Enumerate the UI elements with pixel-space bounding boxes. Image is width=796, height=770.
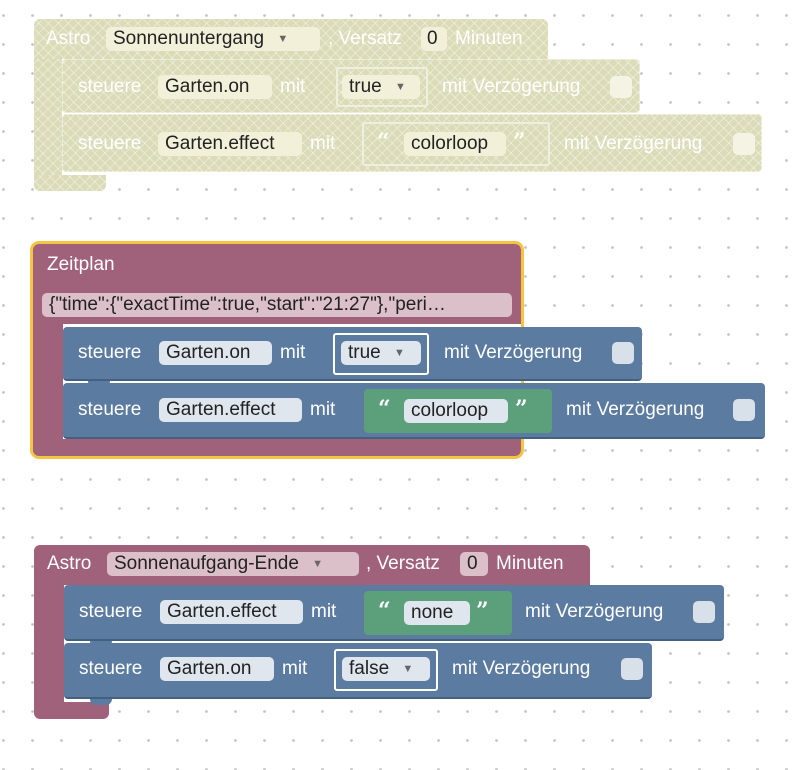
- astro-event-dropdown[interactable]: Sonnenaufgang-Ende ▼: [107, 552, 359, 576]
- text-socket: [362, 122, 550, 166]
- mit-label: mit: [310, 399, 336, 420]
- offset-label: , Versatz: [366, 553, 440, 574]
- object-id-field[interactable]: Garten.effect: [158, 132, 302, 156]
- astro-label: Astro: [46, 28, 91, 49]
- astro-block-footer: [34, 702, 109, 719]
- value-text: true: [348, 342, 381, 364]
- open-quote-icon: “: [378, 396, 391, 422]
- steuere-label: steuere: [78, 399, 142, 420]
- astro-event-value: Sonnenuntergang: [113, 28, 265, 50]
- delay-checkbox[interactable]: [621, 658, 643, 680]
- close-quote-icon: ”: [513, 129, 526, 155]
- object-id-field[interactable]: Garten.effect: [160, 600, 303, 624]
- delay-label: mit Verzögerung: [442, 76, 581, 97]
- dropdown-arrow-icon: ▼: [402, 663, 414, 675]
- text-value-field[interactable]: none: [404, 601, 470, 625]
- value-socket: [333, 333, 429, 375]
- astro-label: Astro: [47, 553, 92, 574]
- schedule-block-footer: [33, 439, 521, 456]
- astro-block-footer: [34, 175, 106, 191]
- close-quote-icon: ”: [476, 598, 489, 624]
- delay-label: mit Verzögerung: [452, 658, 591, 679]
- delay-checkbox[interactable]: [733, 133, 755, 155]
- minutes-label: Minuten: [496, 553, 564, 574]
- text-value-field[interactable]: colorloop: [404, 399, 508, 423]
- close-quote-icon: ”: [515, 396, 528, 422]
- delay-label: mit Verzögerung: [566, 399, 705, 420]
- dropdown-arrow-icon: ▼: [395, 81, 406, 93]
- schedule-title: Zeitplan: [47, 254, 115, 275]
- delay-checkbox[interactable]: [610, 76, 632, 98]
- steuere-label: steuere: [79, 658, 143, 679]
- object-id-field[interactable]: Garten.on: [158, 75, 272, 99]
- delay-checkbox[interactable]: [733, 399, 755, 421]
- value-text: true: [349, 76, 382, 98]
- value-socket: [336, 67, 428, 107]
- schedule-config-field[interactable]: {"time":{"exactTime":true,"start":"21:27…: [42, 293, 512, 317]
- object-id-field[interactable]: Garten.on: [160, 657, 274, 681]
- value-socket: [334, 649, 438, 691]
- schedule-block-spine: [33, 324, 63, 439]
- minutes-label: Minuten: [455, 28, 523, 49]
- value-dropdown[interactable]: true ▼: [342, 75, 420, 99]
- open-quote-icon: “: [377, 129, 390, 155]
- mit-label: mit: [310, 133, 336, 154]
- offset-input[interactable]: 0: [460, 552, 488, 576]
- value-text: false: [349, 658, 390, 680]
- mit-label: mit: [280, 76, 306, 97]
- object-id-field[interactable]: Garten.on: [159, 341, 272, 365]
- dropdown-arrow-icon: ▼: [277, 33, 289, 45]
- delay-checkbox[interactable]: [693, 601, 715, 623]
- value-dropdown[interactable]: true ▼: [341, 341, 421, 365]
- text-value-field[interactable]: colorloop: [404, 132, 506, 156]
- steuere-label: steuere: [78, 342, 142, 363]
- offset-input[interactable]: 0: [421, 27, 447, 51]
- steuere-label: steuere: [78, 76, 142, 97]
- steuere-label: steuere: [78, 133, 142, 154]
- mit-label: mit: [311, 601, 337, 622]
- value-dropdown[interactable]: false ▼: [342, 657, 430, 681]
- delay-label: mit Verzögerung: [525, 601, 664, 622]
- dropdown-arrow-icon: ▼: [394, 347, 405, 359]
- astro-event-value: Sonnenaufgang-Ende: [114, 553, 299, 575]
- astro-block-spine: [34, 585, 64, 702]
- dropdown-arrow-icon: ▼: [312, 558, 324, 570]
- delay-label: mit Verzögerung: [564, 133, 703, 154]
- block-notch: [90, 699, 112, 705]
- delay-label: mit Verzögerung: [444, 342, 583, 363]
- open-quote-icon: “: [378, 598, 391, 624]
- mit-label: mit: [282, 658, 308, 679]
- astro-block-spine: [34, 59, 62, 175]
- steuere-label: steuere: [79, 601, 143, 622]
- object-id-field[interactable]: Garten.effect: [159, 398, 302, 422]
- offset-label: , Versatz: [328, 28, 402, 49]
- mit-label: mit: [280, 342, 306, 363]
- delay-checkbox[interactable]: [612, 342, 634, 364]
- astro-event-dropdown[interactable]: Sonnenuntergang ▼: [106, 27, 320, 51]
